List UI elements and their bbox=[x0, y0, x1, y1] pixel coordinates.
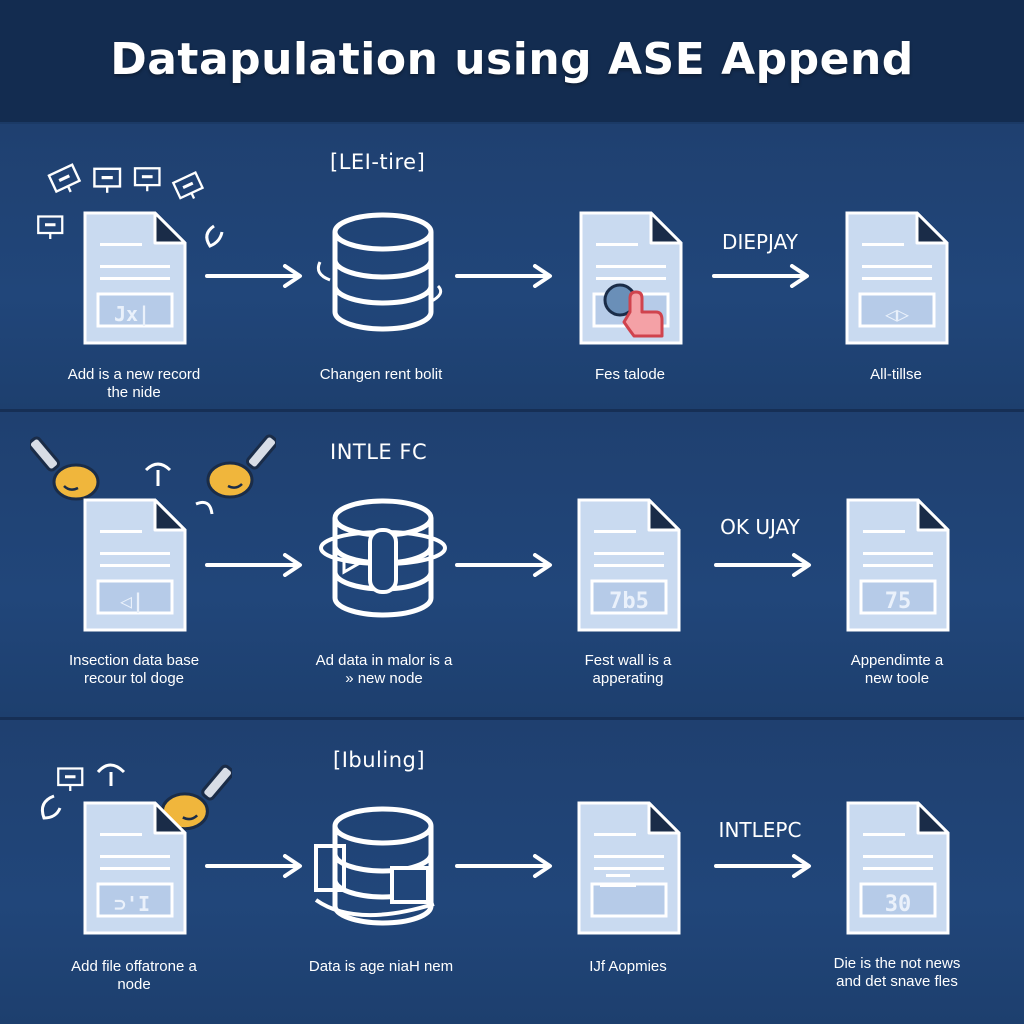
arrow-right-icon bbox=[455, 553, 552, 577]
arrow-right-icon bbox=[205, 264, 302, 288]
row-label: [LEI-tire] bbox=[330, 150, 426, 174]
brush-icon bbox=[30, 434, 100, 501]
doc-box-text: Jx| bbox=[114, 302, 150, 326]
row-3-icons-decor bbox=[40, 762, 232, 831]
brush-icon bbox=[206, 432, 276, 499]
doc-box-text: 30 bbox=[885, 892, 912, 917]
row-label: INTLE FC bbox=[330, 440, 428, 464]
document-icon bbox=[577, 801, 681, 935]
step-label: INTLEPC bbox=[718, 818, 802, 842]
arrow-right-icon bbox=[455, 264, 552, 288]
step-caption: All-tillse bbox=[870, 366, 922, 383]
arrow-right-icon bbox=[712, 264, 809, 288]
arrow-right-icon bbox=[714, 553, 811, 577]
database-icon bbox=[335, 215, 431, 329]
doc-box-text: ⊃'I bbox=[114, 892, 150, 916]
arrow-right-icon bbox=[205, 854, 302, 878]
step-caption: Ad data in malor is a» new node bbox=[315, 652, 453, 687]
row-divider bbox=[0, 409, 1024, 412]
doc-box-text: 75 bbox=[885, 589, 912, 614]
doc-box-text: ◁| bbox=[120, 589, 144, 613]
row-1-icons-decor bbox=[37, 163, 224, 248]
step-caption: IJf Aopmies bbox=[589, 958, 667, 975]
arrow-right-icon bbox=[714, 854, 811, 878]
page-title: Datapulation using ASE Append bbox=[110, 33, 914, 85]
row-divider bbox=[0, 717, 1024, 720]
step-caption: Changen rent bolit bbox=[319, 366, 443, 383]
step-caption: Data is age niaH nem bbox=[308, 958, 454, 975]
doc-box-text: 7b5 bbox=[609, 589, 649, 614]
doc-box-text: ◁▷ bbox=[885, 302, 909, 326]
hand-cursor-icon bbox=[603, 283, 664, 338]
arrow-right-icon bbox=[205, 553, 302, 577]
arrow-right-icon bbox=[455, 854, 552, 878]
row-2-icons-decor bbox=[30, 432, 276, 515]
step-caption: Fes talode bbox=[594, 366, 666, 383]
header-bar: Datapulation using ASE Append bbox=[0, 0, 1024, 122]
step-label: OK UJAY bbox=[720, 515, 800, 539]
step-label: DIEPJAY bbox=[722, 230, 798, 254]
row-label: [Ibuling] bbox=[333, 748, 426, 772]
